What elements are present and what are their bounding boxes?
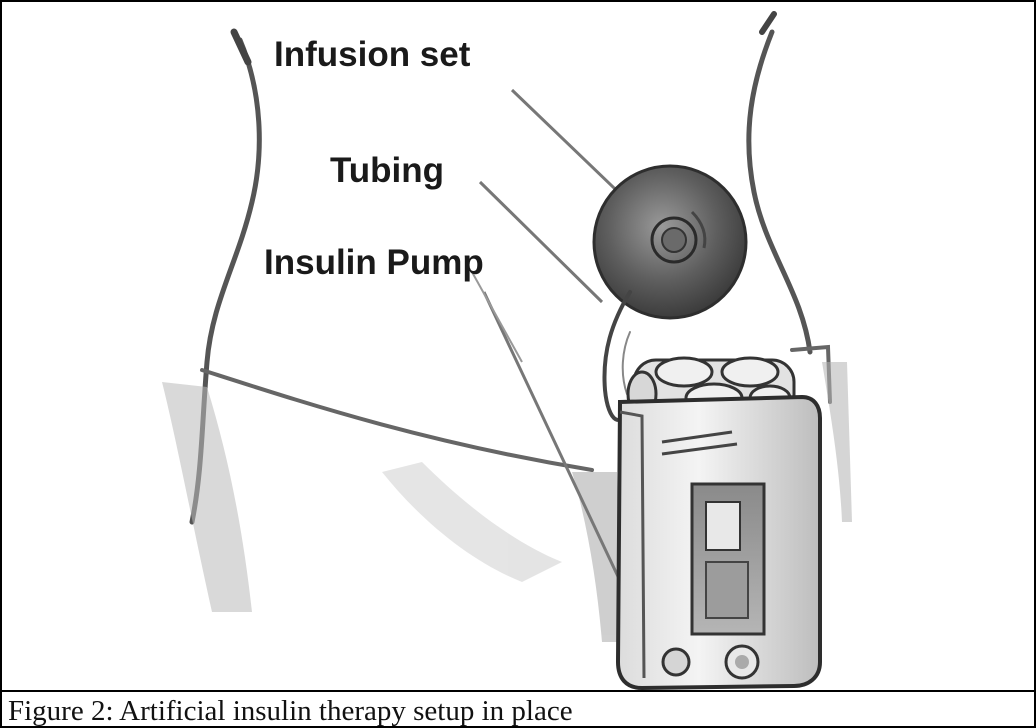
insulin-pump-label: Insulin Pump <box>264 243 484 282</box>
figure-caption: Figure 2: Artificial insulin therapy set… <box>8 694 573 728</box>
infusion-set-disc <box>594 166 746 318</box>
insulin-pump-device <box>618 358 820 688</box>
infusion-set-label: Infusion set <box>274 35 471 74</box>
tubing-leader-line <box>480 182 602 302</box>
caption-divider <box>2 690 1036 692</box>
tubing-label: Tubing <box>330 151 444 190</box>
insulin-pump-illustration: Infusion set Tubing Insulin Pump <box>2 2 1036 690</box>
